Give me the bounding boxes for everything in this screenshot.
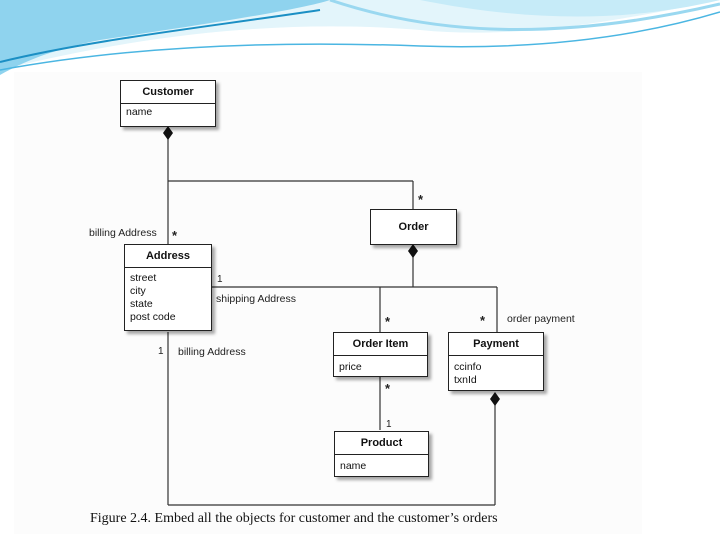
class-order-item-title: Order Item <box>334 333 427 356</box>
class-customer: Customer name <box>120 80 216 127</box>
composition-diamond-order <box>408 244 418 258</box>
composition-diamond-payment <box>490 392 500 406</box>
attr-product-name: name <box>340 460 367 472</box>
attr-address-city: city <box>130 285 146 297</box>
composition-diamond-customer <box>163 126 173 140</box>
class-product-title: Product <box>335 432 428 455</box>
class-product-attrs: name <box>335 455 428 475</box>
mult-order-item-bottom-many: * <box>385 381 391 396</box>
attr-address-state: state <box>130 298 153 310</box>
mult-product-one: 1 <box>386 419 392 430</box>
class-product: Product name <box>334 431 429 477</box>
mult-address-one-billing: 1 <box>158 346 164 357</box>
class-address-attrs: street city state post code <box>125 268 211 326</box>
class-payment-title: Payment <box>449 333 543 356</box>
mult-order-many: * <box>418 192 424 207</box>
figure-caption: Figure 2.4. Embed all the objects for cu… <box>90 511 498 526</box>
attr-order-item-price: price <box>339 361 362 373</box>
class-payment-attrs: ccinfo txnId <box>449 356 543 389</box>
class-order-title: Order <box>398 221 429 233</box>
class-customer-title: Customer <box>121 81 215 104</box>
attr-payment-txnid: txnId <box>454 374 477 386</box>
label-shipping-address: shipping Address <box>216 293 296 305</box>
mult-order-item-many: * <box>385 314 391 329</box>
class-address-title: Address <box>125 245 211 268</box>
class-order-item: Order Item price <box>333 332 428 377</box>
mult-address-many: * <box>172 228 178 243</box>
class-order-item-attrs: price <box>334 356 427 376</box>
class-address: Address street city state post code <box>124 244 212 331</box>
label-order-payment: order payment <box>507 313 575 325</box>
header-wave-decoration <box>0 0 720 75</box>
label-billing-address-top: billing Address <box>89 227 157 239</box>
mult-payment-many: * <box>480 313 486 328</box>
attr-payment-ccinfo: ccinfo <box>454 361 482 373</box>
mult-address-one-shipping: 1 <box>217 274 223 285</box>
class-customer-attrs: name <box>121 104 215 121</box>
attr-address-street: street <box>130 272 157 284</box>
attr-customer-name: name <box>126 106 153 118</box>
class-order: Order <box>370 209 457 245</box>
class-payment: Payment ccinfo txnId <box>448 332 544 391</box>
diagram-panel <box>14 72 642 534</box>
label-billing-address-bottom: billing Address <box>178 346 246 358</box>
attr-address-post-code: post code <box>130 311 176 323</box>
